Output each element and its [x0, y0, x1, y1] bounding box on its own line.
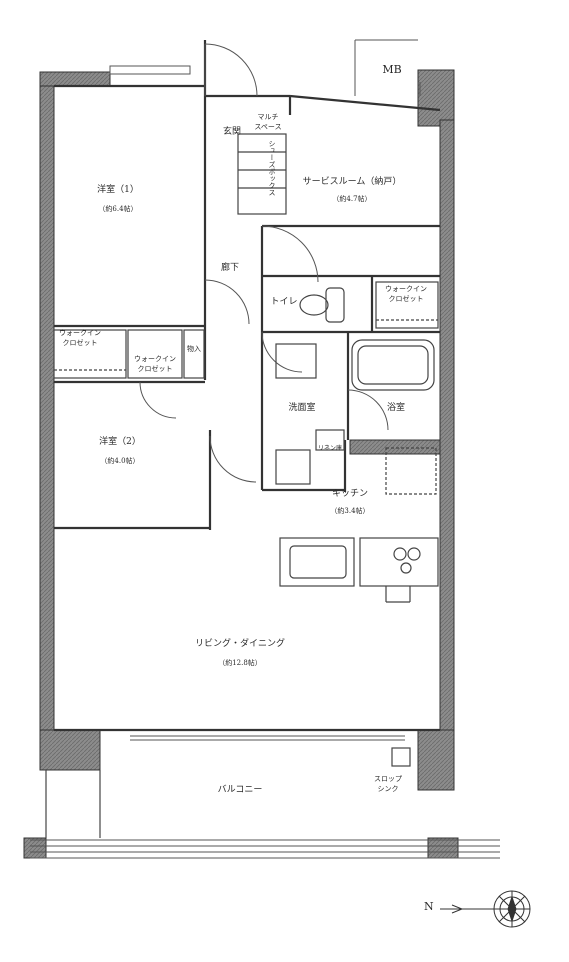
service-room-size: （約4.7帖） — [332, 195, 372, 203]
mb-label: MB — [382, 63, 402, 76]
door-swings — [139, 43, 389, 483]
service-room-label: サービスルーム（納戸） — [302, 177, 402, 187]
multi-space-label-2: スペース — [254, 123, 282, 131]
compass-north-label: N — [424, 900, 434, 913]
structural-walls — [23, 69, 459, 859]
kitchen-size: （約3.4帖） — [330, 507, 370, 515]
closet-outlines — [53, 133, 439, 379]
wic-right-label-1: ウォークイン — [385, 285, 427, 293]
wic-mid-label-2: クロゼット — [137, 365, 173, 373]
wic-left-label-2: クロゼット — [62, 339, 98, 347]
western2-label: 洋室（2） — [99, 437, 141, 447]
western2-size: （約4.0帖） — [100, 457, 140, 465]
wic-right-label-2: クロゼット — [388, 295, 424, 303]
kitchen-label: キッチン — [331, 489, 369, 499]
wic-mid-label-1: ウォークイン — [134, 355, 176, 363]
multi-space-label-1: マルチ — [257, 113, 279, 121]
shoes-box-label: シューズボックス — [268, 140, 276, 196]
slop-sink-label-1: スロップ — [374, 775, 402, 783]
storage-label: 物入 — [187, 345, 201, 353]
window-frames — [30, 39, 500, 859]
wic-left-label-1: ウォークイン — [59, 329, 101, 337]
living-size: （約12.8帖） — [218, 659, 262, 667]
washroom-label: 洗面室 — [288, 403, 316, 413]
compass-icon — [440, 890, 531, 928]
toilet-label: トイレ — [270, 297, 298, 307]
living-label: リビング・ダイニング — [194, 639, 286, 649]
slop-sink-label-2: シンク — [377, 785, 399, 793]
bathroom-label: 浴室 — [386, 403, 406, 413]
fixtures — [275, 287, 439, 767]
linen-label: リネン庫 — [317, 445, 343, 452]
balcony-label: バルコニー — [217, 785, 263, 795]
interior-walls — [54, 40, 441, 732]
hallway-label: 廊下 — [220, 263, 240, 273]
balcony-outline — [45, 770, 101, 838]
western1-size: （約6.4帖） — [98, 205, 138, 213]
entrance-label: 玄関 — [222, 127, 242, 137]
western1-label: 洋室（1） — [97, 185, 139, 195]
